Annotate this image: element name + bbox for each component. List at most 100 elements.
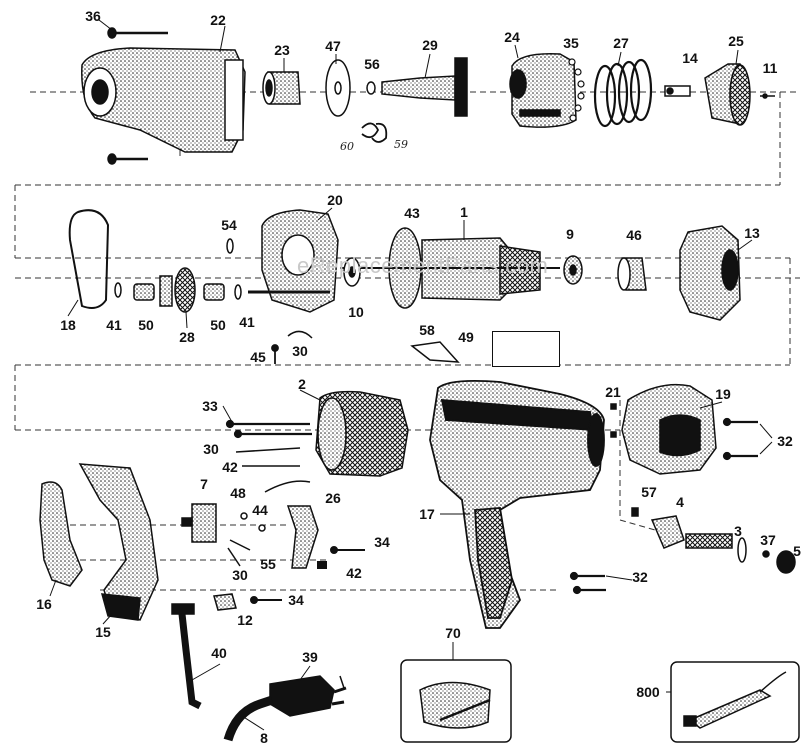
part-label-14: 14 bbox=[682, 50, 698, 66]
part-label-40: 40 bbox=[211, 645, 227, 661]
spindle-29 bbox=[381, 57, 468, 117]
part-label-3: 3 bbox=[734, 523, 742, 539]
screw-45 bbox=[271, 344, 279, 364]
part-label-11: 11 bbox=[762, 60, 778, 76]
handle-half-15 bbox=[78, 463, 159, 621]
part-49-box bbox=[492, 331, 560, 367]
part-label-49: 49 bbox=[458, 329, 474, 345]
part-label-39: 39 bbox=[302, 649, 318, 665]
chuck-parts-57-4-3-37-5 bbox=[631, 507, 796, 574]
handle-16 bbox=[39, 481, 83, 587]
screw-11 bbox=[760, 93, 775, 99]
plug-39 bbox=[269, 675, 347, 717]
part-label-57: 57 bbox=[641, 484, 657, 500]
part-label-33: 33 bbox=[202, 398, 218, 414]
part-label-12: 12 bbox=[237, 612, 253, 628]
screws-32b bbox=[569, 571, 606, 595]
part-label-23: 23 bbox=[274, 42, 290, 58]
part-label-43: 43 bbox=[404, 205, 420, 221]
field-2 bbox=[315, 390, 409, 477]
screws-34-42 bbox=[250, 546, 365, 604]
gear-case-22 bbox=[81, 47, 246, 153]
bearing-46 bbox=[617, 257, 647, 291]
bracket-26 bbox=[286, 505, 319, 569]
part-label-27: 27 bbox=[613, 35, 629, 51]
part-label-34: 34 bbox=[374, 534, 390, 550]
bearing-23 bbox=[262, 71, 301, 105]
part-label-48: 48 bbox=[230, 485, 246, 501]
part-label-70: 70 bbox=[445, 625, 461, 641]
part-label-35: 35 bbox=[563, 35, 579, 51]
screws-33 bbox=[225, 419, 312, 439]
gear-25 bbox=[704, 63, 751, 126]
gasket-18 bbox=[68, 209, 110, 309]
part-label-17: 17 bbox=[419, 506, 435, 522]
bearings-50 bbox=[133, 283, 225, 301]
part-label-8: 8 bbox=[260, 730, 268, 746]
part-label-30: 30 bbox=[292, 343, 308, 359]
kit-box-70 bbox=[400, 659, 512, 743]
washer-54 bbox=[226, 238, 234, 254]
shaft-14 bbox=[664, 85, 691, 97]
part-label-15: 15 bbox=[95, 624, 111, 640]
leader-lines bbox=[49, 19, 753, 731]
part-label-4: 4 bbox=[676, 494, 684, 510]
part-label-42: 42 bbox=[222, 459, 238, 475]
gear-28 bbox=[159, 267, 196, 313]
part-label-10: 10 bbox=[348, 304, 364, 320]
part-label-22: 22 bbox=[210, 12, 226, 28]
ring-56 bbox=[366, 81, 376, 95]
screw-21 bbox=[610, 403, 617, 438]
housing-17 bbox=[429, 379, 605, 629]
part-label-21: 21 bbox=[605, 384, 621, 400]
part-label-54: 54 bbox=[221, 217, 237, 233]
handwritten-note-59: 59 bbox=[394, 138, 408, 151]
part-label-32: 32 bbox=[632, 569, 648, 585]
balls-35 bbox=[568, 58, 585, 122]
part-label-30: 30 bbox=[232, 567, 248, 583]
handwritten-note-60: 60 bbox=[340, 140, 354, 153]
bearing-9 bbox=[563, 255, 583, 285]
part-label-41: 41 bbox=[106, 317, 122, 333]
part-label-50: 50 bbox=[210, 317, 226, 333]
baffle-13 bbox=[679, 225, 741, 321]
bearing-plate-20 bbox=[248, 209, 339, 313]
bearing-10 bbox=[343, 257, 361, 287]
part-label-47: 47 bbox=[325, 38, 341, 54]
small-parts-48-44-55 bbox=[227, 512, 266, 567]
part-label-24: 24 bbox=[504, 29, 520, 45]
part-label-7: 7 bbox=[200, 476, 208, 492]
part-label-58: 58 bbox=[419, 322, 435, 338]
part-label-36: 36 bbox=[85, 8, 101, 24]
part-label-45: 45 bbox=[250, 349, 266, 365]
end-cap-19 bbox=[621, 383, 717, 475]
part-label-20: 20 bbox=[327, 192, 343, 208]
part-label-46: 46 bbox=[626, 227, 642, 243]
part-label-44: 44 bbox=[252, 502, 268, 518]
part-label-19: 19 bbox=[715, 386, 731, 402]
brush-spring-58 bbox=[410, 341, 460, 363]
part-label-29: 29 bbox=[422, 37, 438, 53]
part-label-2: 2 bbox=[298, 376, 306, 392]
switch-7 bbox=[181, 503, 217, 543]
part-label-800: 800 bbox=[636, 684, 660, 700]
part-label-56: 56 bbox=[364, 56, 380, 72]
part-label-32: 32 bbox=[777, 433, 793, 449]
spring-27 bbox=[593, 58, 653, 128]
wire-30a bbox=[287, 330, 313, 339]
part-label-41: 41 bbox=[239, 314, 255, 330]
screw-36 bbox=[107, 27, 168, 165]
wires-30-42 bbox=[235, 447, 311, 493]
cord-40 bbox=[171, 603, 202, 710]
part-label-13: 13 bbox=[744, 225, 760, 241]
clamp-12 bbox=[213, 593, 237, 611]
part-label-26: 26 bbox=[325, 490, 341, 506]
part-label-34: 34 bbox=[288, 592, 304, 608]
cord-8 bbox=[223, 695, 274, 742]
part-label-50: 50 bbox=[138, 317, 154, 333]
part-label-16: 16 bbox=[36, 596, 52, 612]
part-label-25: 25 bbox=[728, 33, 744, 49]
clip-60-59 bbox=[361, 122, 388, 143]
part-label-28: 28 bbox=[179, 329, 195, 345]
